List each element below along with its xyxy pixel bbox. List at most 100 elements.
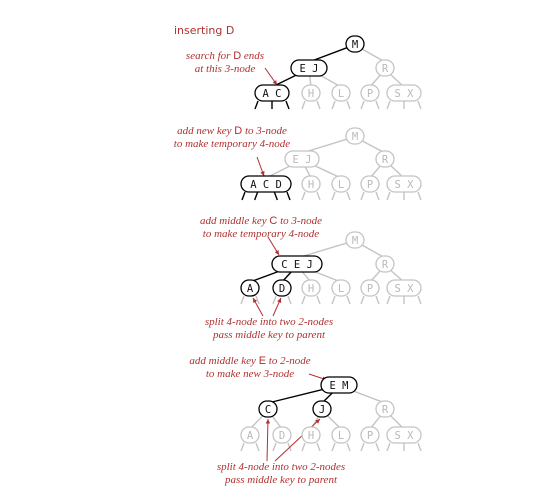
annotation-line: add middle key E to 2-node — [189, 355, 310, 367]
tree-node: J — [312, 400, 332, 418]
tree-node: A — [240, 279, 260, 297]
annotation-text: to make temporary 4-node — [174, 138, 291, 150]
null-link — [331, 442, 336, 452]
null-link — [375, 295, 380, 305]
node-keys: R — [382, 259, 389, 271]
node-outline — [360, 84, 380, 102]
null-link — [301, 295, 306, 305]
arrow-head — [277, 298, 282, 303]
null-link — [241, 191, 246, 201]
tree-node: A C D — [240, 175, 292, 193]
null-link — [255, 442, 260, 452]
node-outline — [331, 175, 351, 193]
node-keys: D — [279, 430, 285, 442]
node-outline — [331, 426, 351, 444]
null-link — [316, 295, 321, 305]
tree-node: C E J — [271, 255, 323, 273]
annotation-text: to make new 3-node — [206, 368, 294, 380]
null-link — [386, 295, 391, 305]
node-outline — [331, 84, 351, 102]
arrow-head — [272, 80, 277, 85]
tree-node: M — [345, 231, 365, 249]
node-keys: M — [352, 235, 358, 247]
null-link — [346, 442, 351, 452]
node-outline — [386, 175, 422, 193]
tree-node: S X — [386, 84, 422, 102]
node-outline — [360, 279, 380, 297]
tree-node: P — [360, 426, 380, 444]
node-outline — [386, 426, 422, 444]
tree-node: A C — [254, 84, 290, 102]
node-outline — [345, 127, 365, 145]
tree-node: H — [301, 279, 321, 297]
annotation-key: C — [269, 215, 277, 227]
node-outline — [360, 426, 380, 444]
null-link — [273, 191, 278, 201]
annotation-text: to 2-node — [266, 355, 311, 367]
node-outline — [240, 426, 260, 444]
node-outline — [301, 426, 321, 444]
node-keys: S X — [395, 179, 415, 191]
node-outline — [375, 255, 395, 273]
node-keys: P — [367, 179, 373, 191]
null-link — [272, 295, 277, 305]
node-keys: H — [308, 179, 314, 191]
null-link — [272, 442, 277, 452]
tree-node: D — [272, 426, 292, 444]
null-link — [386, 191, 391, 201]
node-outline — [301, 175, 321, 193]
annotation-arrow — [266, 418, 269, 462]
null-link — [417, 191, 422, 201]
tree-node: E J — [290, 59, 328, 77]
node-keys: P — [367, 88, 373, 100]
node-keys: E J — [300, 63, 319, 75]
arrow-head — [265, 419, 271, 424]
null-link — [346, 191, 351, 201]
node-keys: C E J — [281, 259, 313, 271]
annotation-line: to make temporary 4-node — [203, 228, 320, 240]
node-keys: M — [352, 131, 358, 143]
node-keys: P — [367, 283, 373, 295]
annotation-text: pass middle key to parent — [224, 474, 338, 486]
annotation-key: D — [234, 125, 242, 137]
node-keys: E M — [330, 380, 349, 392]
tree-node: P — [360, 175, 380, 193]
tree-node: L — [331, 279, 351, 297]
annotation-line: add new key D to 3-node — [177, 125, 287, 137]
node-keys: H — [308, 88, 314, 100]
annotation-text: to 3-node — [242, 125, 287, 137]
node-keys: A C — [263, 88, 282, 100]
null-link — [285, 100, 290, 110]
node-keys: J — [319, 404, 325, 416]
node-keys: L — [338, 283, 344, 295]
tree-node: E M — [320, 376, 358, 394]
node-keys: S X — [395, 430, 415, 442]
null-link — [316, 442, 321, 452]
node-keys: L — [338, 430, 344, 442]
node-outline — [375, 400, 395, 418]
annotation-line: pass middle key to parent — [224, 474, 338, 486]
null-link — [360, 295, 365, 305]
null-link — [375, 442, 380, 452]
null-link — [360, 191, 365, 201]
annotation-line: pass middle key to parent — [212, 329, 326, 341]
null-link — [360, 100, 365, 110]
null-link — [386, 100, 391, 110]
tree-node: H — [301, 426, 321, 444]
annotation-text: search for — [186, 50, 233, 62]
node-keys: S X — [395, 283, 415, 295]
annotation-text: ends — [241, 50, 264, 62]
node-keys: R — [382, 63, 389, 75]
annotation-line: at this 3-node — [195, 63, 256, 75]
arrow-head — [260, 171, 265, 176]
tree-node: S X — [386, 279, 422, 297]
node-outline — [272, 279, 292, 297]
null-link — [375, 191, 380, 201]
node-keys: R — [382, 154, 389, 166]
annotation-key: D — [233, 50, 241, 62]
tree-node: A — [240, 426, 260, 444]
null-link — [301, 442, 306, 452]
tree-node: L — [331, 175, 351, 193]
